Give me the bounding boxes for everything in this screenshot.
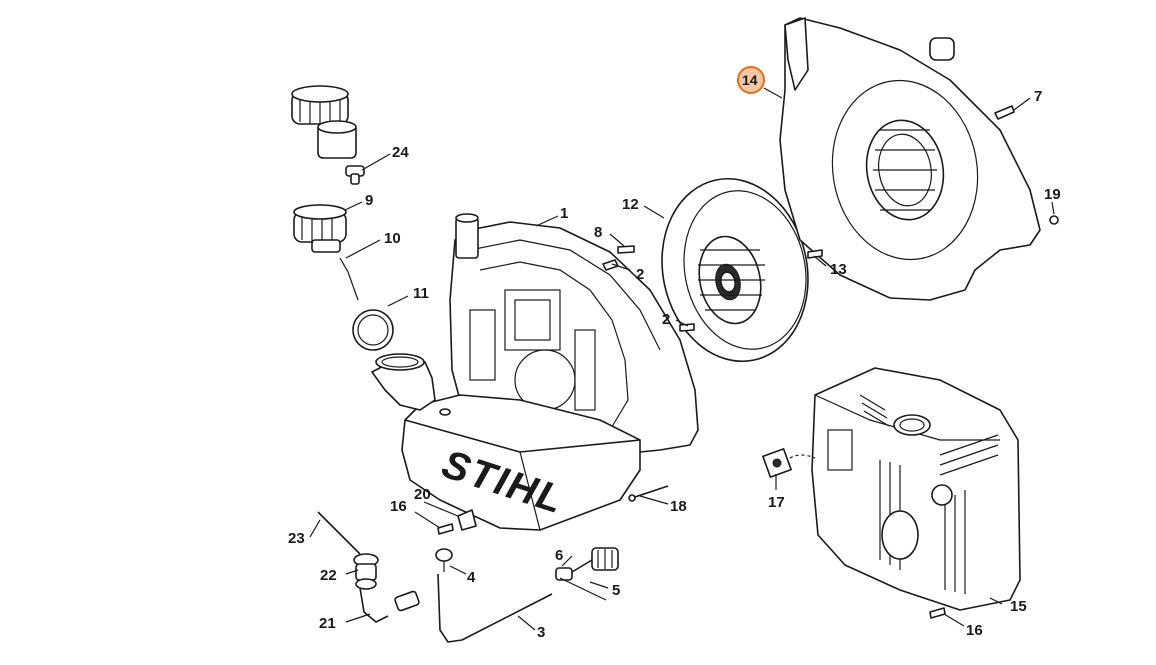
callout-20: 20 [414, 486, 431, 503]
callout-15: 15 [1010, 598, 1027, 615]
callout-17: 17 [768, 494, 785, 511]
callout-1: 1 [560, 205, 568, 222]
fan-housing [779, 17, 1041, 301]
callout-14: 14 [742, 72, 758, 88]
callout-8: 8 [594, 224, 602, 241]
callout-19: 19 [1044, 186, 1061, 203]
callout-9: 9 [365, 192, 373, 209]
callout-3: 3 [537, 624, 545, 641]
callout-4: 4 [467, 569, 476, 586]
fuel-cap-9 [293, 204, 394, 351]
callout-13: 13 [830, 261, 847, 278]
small-parts [317, 105, 1059, 643]
callout-labels: 1 2 2 3 4 5 6 7 8 9 10 11 12 13 14 15 16… [288, 66, 1061, 641]
engine-cover [811, 367, 1021, 611]
callout-16-right: 16 [966, 622, 983, 639]
callout-2-lower: 2 [662, 311, 670, 328]
fan-impeller [661, 177, 809, 363]
callout-5: 5 [612, 582, 620, 599]
callout-18: 18 [670, 498, 687, 515]
callout-12: 12 [622, 196, 639, 213]
leader-lines [309, 87, 1055, 631]
callout-6: 6 [555, 547, 563, 564]
callout-11: 11 [413, 285, 429, 302]
callout-2-upper: 2 [636, 266, 644, 283]
callout-22: 22 [320, 567, 337, 584]
main-housing: STIHL [371, 213, 699, 531]
highlight-circle-14 [737, 66, 765, 94]
callout-16-left: 16 [390, 498, 407, 515]
callout-21: 21 [319, 615, 336, 632]
callout-10: 10 [384, 230, 401, 247]
callout-24: 24 [392, 144, 409, 161]
callout-23: 23 [288, 530, 305, 547]
callout-7: 7 [1034, 88, 1042, 105]
fuel-cap-assembly [291, 85, 365, 185]
